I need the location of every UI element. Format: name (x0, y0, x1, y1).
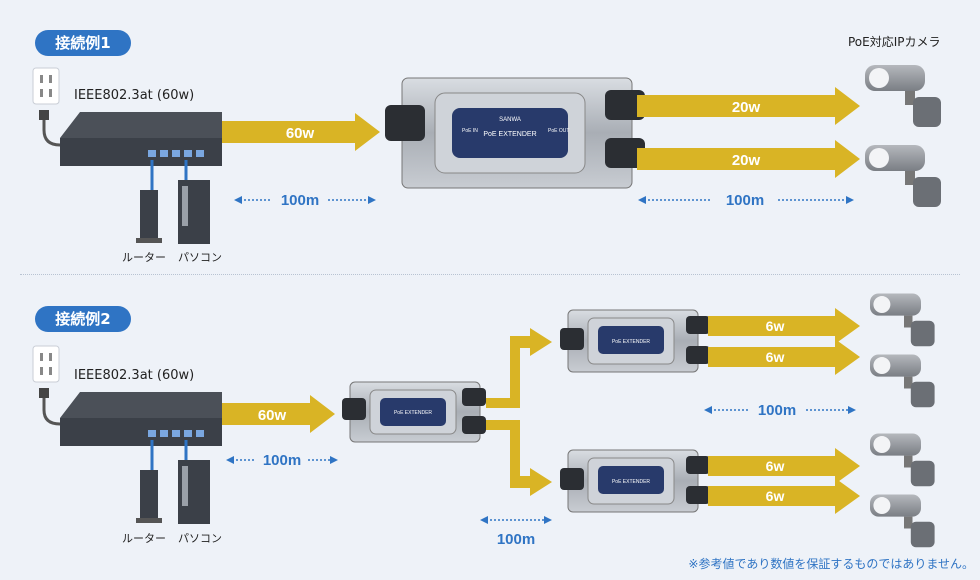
power-arrow-split (486, 328, 552, 496)
input-power-label: 60w (286, 125, 315, 142)
distance-label: 100m (758, 402, 796, 419)
switch-label: IEEE802.3at (60w) (74, 88, 195, 103)
router-label: ルーター (122, 251, 166, 264)
poe-switch (60, 112, 222, 166)
output-power-label: 6w (766, 458, 785, 474)
poe-switch (60, 392, 222, 446)
camera-title: PoE対応IPカメラ (848, 35, 941, 49)
output-power-label: 6w (766, 349, 785, 365)
poe-extender (342, 381, 486, 443)
example1-badge: 接続例1 (35, 30, 131, 56)
poe-extender (560, 449, 710, 513)
pc-label: パソコン (178, 251, 222, 264)
pc-icon (178, 160, 210, 244)
router-label: ルーター (122, 532, 166, 545)
distance-label: 100m (726, 192, 764, 209)
section-divider (20, 274, 960, 275)
distance-label: 100m (263, 452, 301, 469)
power-outlet-icon (32, 345, 61, 426)
device-model: PoE EXTENDER (612, 479, 650, 485)
device-model: PoE EXTENDER (483, 131, 536, 138)
device-model: PoE EXTENDER (394, 410, 432, 416)
device-model: PoE EXTENDER (612, 339, 650, 345)
device-brand: SANWA (499, 117, 521, 123)
distance-label: 100m (497, 531, 535, 548)
output-power-label: 20w (732, 152, 761, 169)
ip-camera-icon (870, 494, 935, 548)
power-arrow-out-1 (637, 87, 860, 125)
ip-camera-icon (870, 293, 935, 347)
input-power-label: 60w (258, 407, 287, 424)
power-arrow-out-2 (637, 140, 860, 178)
power-arrow-in (222, 395, 335, 433)
router-icon (136, 440, 162, 523)
distance-indicator-mid (480, 516, 552, 524)
disclaimer-note: ※参考値であり数値を保証するものではありません。 (688, 557, 974, 571)
ip-camera-icon (870, 433, 935, 487)
power-arrow-in (222, 113, 380, 151)
device-port-in: PoE IN (462, 128, 478, 134)
output-power-label: 20w (732, 99, 761, 116)
device-port-out: PoE OUT (548, 128, 569, 134)
router-icon (136, 160, 162, 243)
distance-label: 100m (281, 192, 319, 209)
pc-icon (178, 440, 210, 524)
switch-label: IEEE802.3at (60w) (74, 368, 195, 383)
distance-indicator-in (226, 456, 338, 464)
power-arrow-out (708, 308, 860, 514)
ip-camera-icon (870, 354, 935, 408)
power-outlet-icon (32, 67, 61, 147)
distance-indicator-out (638, 196, 854, 204)
poe-extender (560, 309, 710, 373)
ip-camera-icon (865, 145, 941, 207)
output-power-label: 6w (766, 488, 785, 504)
ip-camera-icon (865, 65, 941, 127)
poe-extender (385, 77, 645, 189)
example2-badge: 接続例2 (35, 306, 131, 332)
distance-indicator-in (234, 196, 376, 204)
distance-indicator-out (704, 406, 856, 414)
output-power-label: 6w (766, 318, 785, 334)
pc-label: パソコン (178, 532, 222, 545)
